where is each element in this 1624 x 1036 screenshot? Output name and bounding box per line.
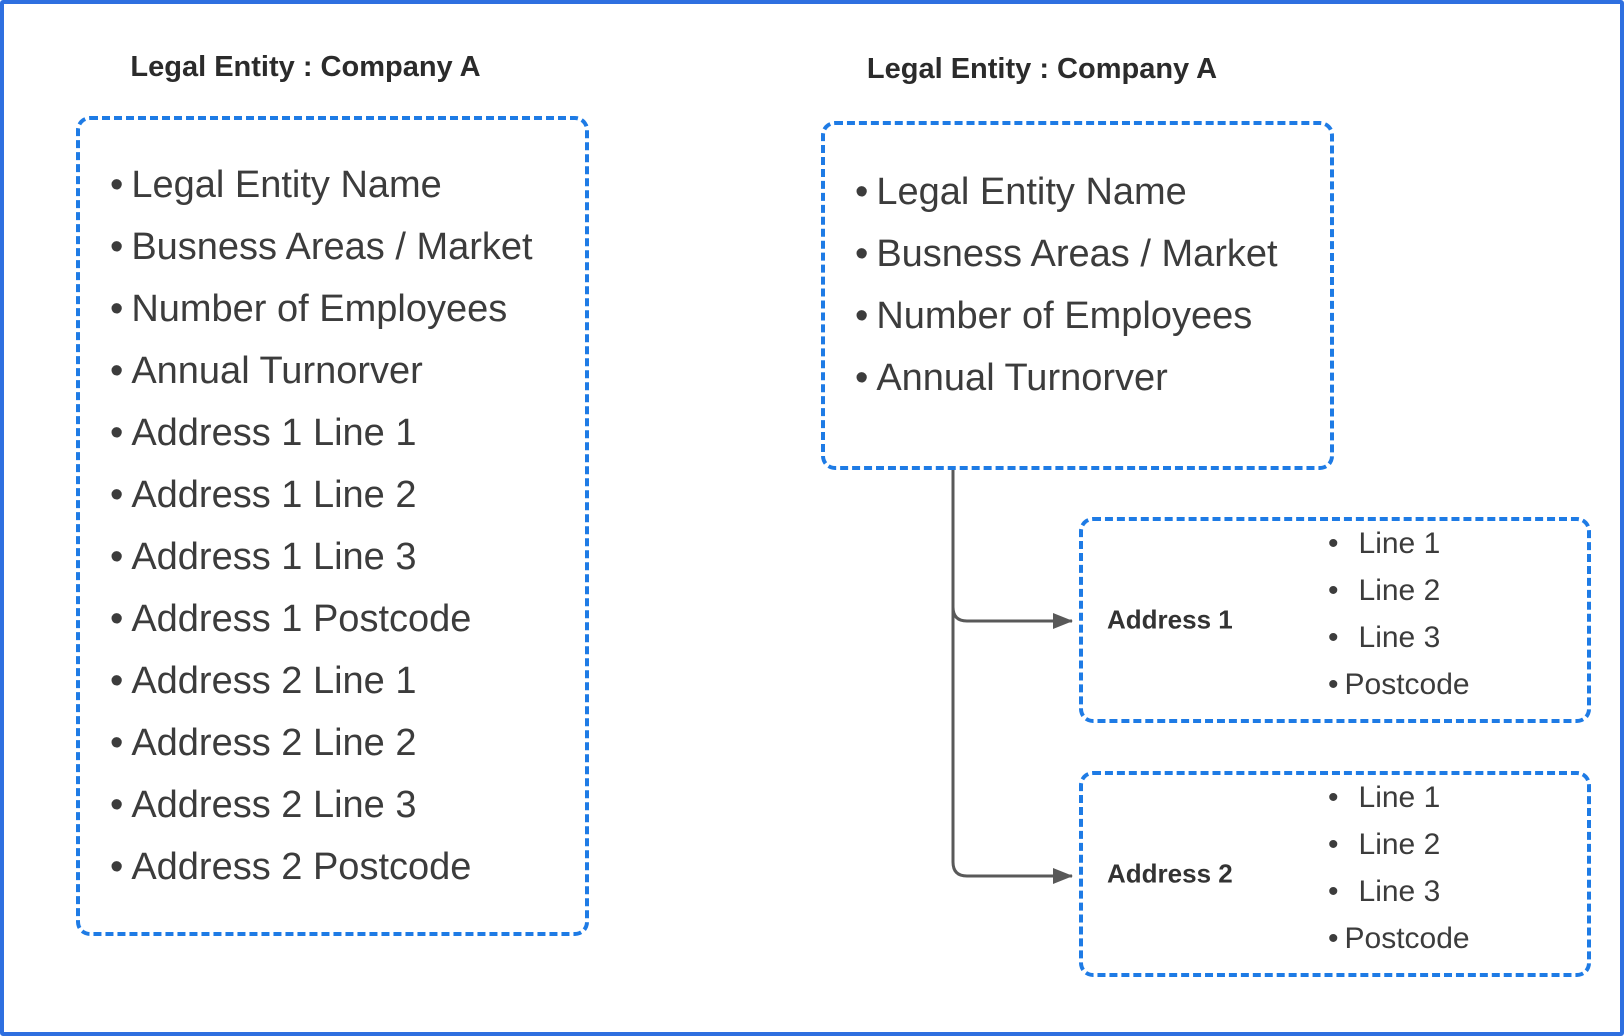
connector-entity-to-address-2 (951, 470, 1073, 884)
list-item: Address 1 Line 3 (110, 526, 585, 588)
list-item: Busness Areas / Market (110, 216, 585, 278)
list-item: Legal Entity Name (110, 154, 585, 216)
list-item: Line 1 (1328, 774, 1587, 821)
list-item: Line 2 (1328, 821, 1587, 868)
list-item: Line 1 (1328, 520, 1587, 567)
list-item: Address 2 Line 3 (110, 774, 585, 836)
list-item: Address 1 Line 2 (110, 464, 585, 526)
address-2-box: Address 2 Line 1 Line 2 Line 3 Postcode (1079, 771, 1591, 977)
right-entity-attribute-list: Legal Entity Name Busness Areas / Market… (825, 125, 1330, 466)
list-item: Address 2 Postcode (110, 836, 585, 898)
list-item: Annual Turnorver (855, 347, 1330, 409)
left-entity-box: Legal Entity Name Busness Areas / Market… (76, 116, 589, 936)
right-entity-title: Legal Entity : Company A (866, 53, 1218, 85)
list-item: Annual Turnorver (110, 340, 585, 402)
right-entity-box: Legal Entity Name Busness Areas / Market… (821, 121, 1334, 470)
address-1-list: Line 1 Line 2 Line 3 Postcode (1083, 521, 1587, 719)
address-2-list: Line 1 Line 2 Line 3 Postcode (1083, 775, 1587, 973)
list-item: Line 3 (1328, 868, 1587, 915)
list-item: Line 3 (1328, 614, 1587, 661)
list-item: Address 1 Postcode (110, 588, 585, 650)
address-2-label: Address 2 (1107, 858, 1233, 889)
list-item: Legal Entity Name (855, 161, 1330, 223)
address-1-label: Address 1 (1107, 604, 1233, 635)
list-item: Address 2 Line 2 (110, 712, 585, 774)
list-item: Line 2 (1328, 567, 1587, 614)
connector-entity-to-address-1 (951, 606, 1073, 629)
list-item: Address 1 Line 1 (110, 402, 585, 464)
list-item: Postcode (1328, 915, 1587, 962)
left-entity-title: Legal Entity : Company A (130, 51, 481, 83)
list-item: Address 2 Line 1 (110, 650, 585, 712)
list-item: Number of Employees (110, 278, 585, 340)
address-1-box: Address 1 Line 1 Line 2 Line 3 Postcode (1079, 517, 1591, 723)
list-item: Postcode (1328, 661, 1587, 708)
list-item: Busness Areas / Market (855, 223, 1330, 285)
list-item: Number of Employees (855, 285, 1330, 347)
left-entity-attribute-list: Legal Entity Name Busness Areas / Market… (80, 120, 585, 932)
